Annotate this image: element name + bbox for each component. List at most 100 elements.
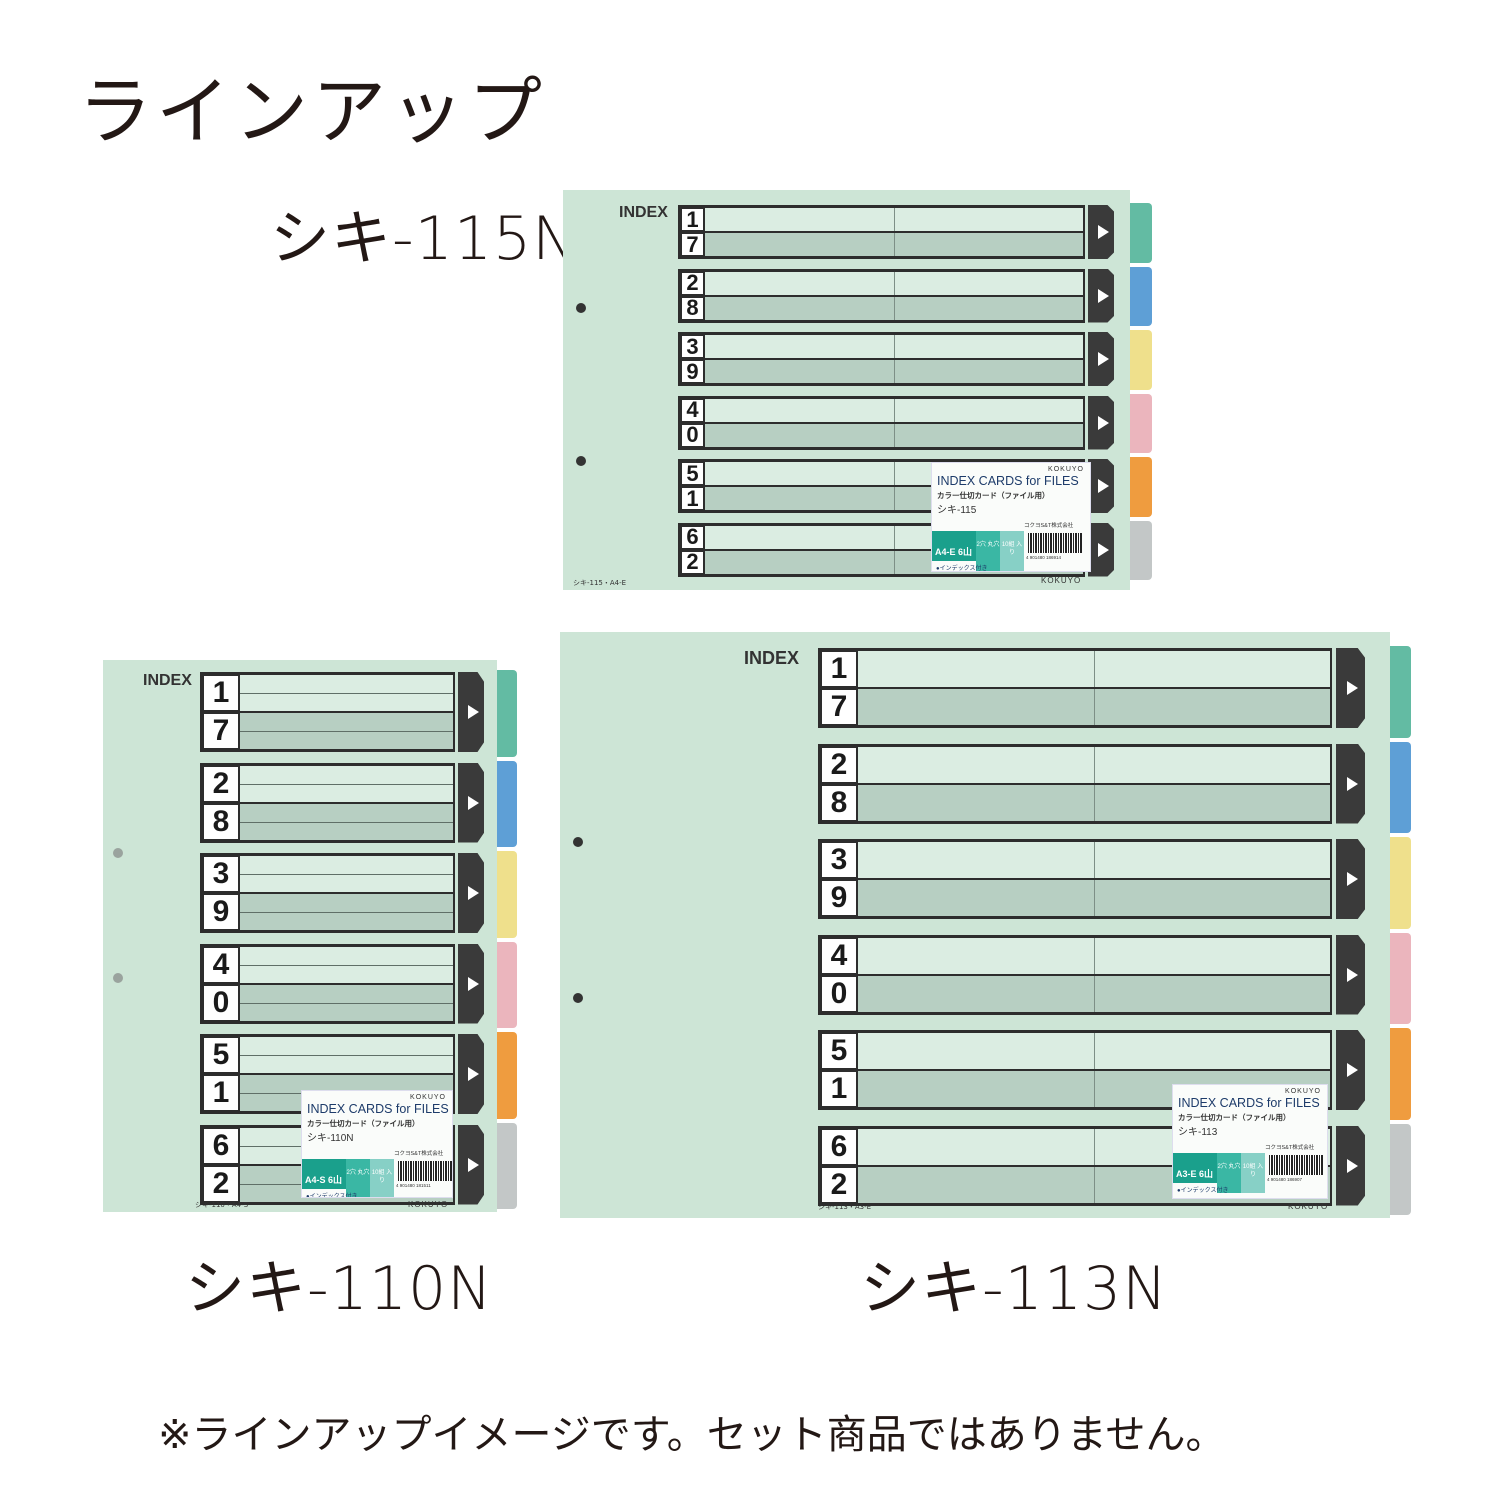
tab-subrow: 4	[820, 936, 1330, 975]
color-tab	[1130, 457, 1152, 517]
barcode	[1269, 1155, 1323, 1175]
label-qty: 10組 入り	[1000, 531, 1024, 571]
tab-subrow: 2	[820, 745, 1330, 784]
field-divider	[1094, 1071, 1095, 1107]
tab-arrow	[1088, 205, 1114, 259]
color-tab	[1390, 741, 1411, 833]
tab-arrow	[458, 1124, 484, 1205]
color-tab	[497, 760, 517, 847]
model-label-115n: シキ-115N	[270, 204, 579, 274]
tab-number: 9	[820, 879, 858, 917]
label-brand: KOKUYO	[1285, 1088, 1321, 1095]
label-brand: KOKUYO	[410, 1094, 446, 1101]
play-arrow-icon	[1347, 1063, 1359, 1077]
color-tab	[1130, 203, 1152, 263]
field-divider	[894, 550, 895, 574]
field-divider	[1094, 842, 1095, 878]
tab-number: 3	[680, 334, 705, 359]
tab-subrow: 8	[202, 802, 453, 841]
tab-write-field	[240, 803, 453, 840]
tab-write-field	[240, 946, 453, 983]
tab-number: 0	[820, 974, 858, 1013]
tab-subrow: 3	[680, 334, 1083, 359]
tab-number: 0	[680, 422, 705, 448]
color-tab	[1390, 837, 1411, 929]
card-brand: KOKUYO	[1041, 576, 1082, 585]
tab-subrow: 9	[202, 893, 453, 931]
play-arrow-icon	[467, 1157, 479, 1172]
play-arrow-icon	[1097, 479, 1109, 493]
tab-write-field	[705, 398, 1083, 422]
field-divider	[894, 423, 895, 447]
color-tab	[1130, 520, 1152, 580]
play-arrow-icon	[1097, 542, 1109, 557]
tab-subrow: 2	[680, 270, 1083, 296]
index-heading: INDEX	[744, 648, 800, 668]
field-divider	[894, 335, 895, 358]
tab-number: 2	[820, 745, 858, 784]
barcode	[1028, 533, 1082, 553]
tab-subrow: 1	[680, 207, 1083, 232]
barcode	[398, 1161, 452, 1181]
tab-write-field	[858, 651, 1330, 687]
tab-write-field	[240, 1037, 453, 1073]
tab-subrow: 4	[680, 397, 1083, 423]
field-divider	[1094, 1033, 1095, 1069]
tab-subrow: 5	[820, 1032, 1330, 1070]
tab-write-field	[240, 675, 453, 711]
tab-write-field	[858, 937, 1330, 974]
label-code: シキ-115	[937, 505, 977, 516]
label-subheading: カラー仕切カード（ファイル用）	[1178, 1113, 1291, 1122]
label-barcode-number: 4 901480 181511	[396, 1183, 431, 1188]
label-heading: INDEX CARDS for FILES	[307, 1102, 449, 1116]
tab-write-field	[858, 689, 1330, 725]
field-divider	[1094, 784, 1095, 821]
tab-number: 2	[202, 1164, 240, 1203]
field-line	[240, 821, 453, 823]
punch-hole	[113, 848, 123, 858]
color-tab	[1130, 330, 1152, 390]
tab-subrow: 3	[820, 841, 1330, 879]
label-qty: 10組 入り	[370, 1159, 394, 1197]
label-holes: 2穴 丸穴	[976, 531, 1000, 571]
field-divider	[1094, 1166, 1095, 1203]
color-tab	[497, 1032, 517, 1119]
tab-number: 2	[820, 1165, 858, 1204]
tab-write-field	[705, 233, 1083, 256]
play-arrow-icon	[1097, 415, 1109, 430]
tab-subrow: 8	[820, 783, 1330, 822]
tab-subrow: 4	[202, 945, 453, 984]
tab-subrow: 1	[202, 674, 453, 712]
tab-subrow: 8	[680, 295, 1083, 321]
tab-number: 2	[680, 270, 705, 296]
label-subheading: カラー仕切カード（ファイル用）	[937, 491, 1050, 500]
field-line	[240, 912, 453, 913]
tab-number: 7	[820, 688, 858, 726]
field-line	[240, 1055, 453, 1056]
color-tab	[1130, 393, 1152, 453]
field-line	[240, 1002, 453, 1004]
tab-subrow: 3	[202, 855, 453, 893]
play-arrow-icon	[467, 705, 479, 719]
play-arrow-icon	[467, 795, 479, 810]
play-arrow-icon	[467, 886, 479, 900]
tab-write-field	[240, 984, 453, 1021]
field-divider	[1094, 651, 1095, 687]
card-code: シキ-115・A4-E	[573, 579, 627, 587]
tab-write-field	[858, 880, 1330, 916]
tab-number: 1	[202, 674, 240, 712]
label-heading: INDEX CARDS for FILES	[1178, 1096, 1320, 1110]
